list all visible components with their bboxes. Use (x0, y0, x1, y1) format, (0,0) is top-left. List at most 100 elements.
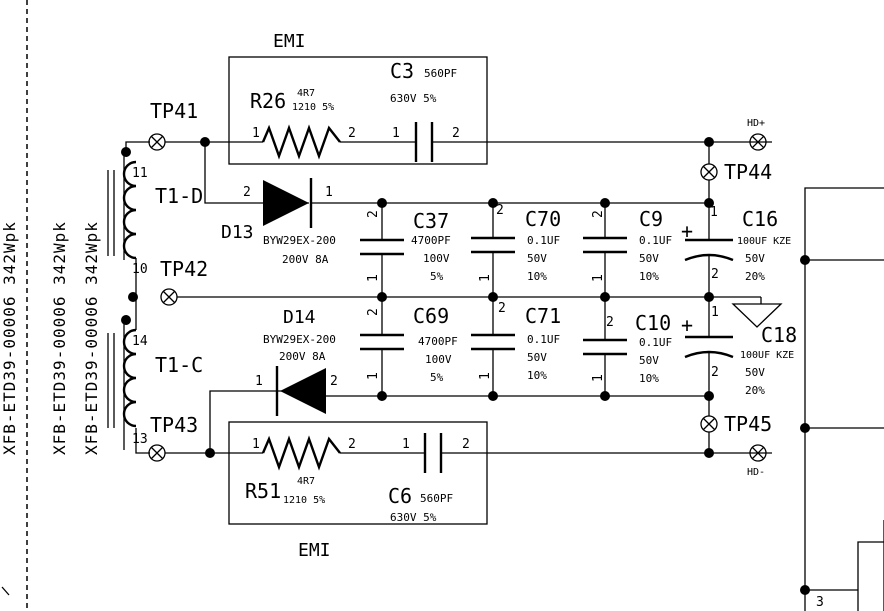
c6-spec: 630V 5% (390, 511, 437, 524)
r26-spec: 1210 5% (292, 102, 334, 113)
c16-tol: 20% (745, 270, 765, 283)
hd-minus-label: HD- (747, 467, 765, 478)
capacitor-c69 (360, 297, 404, 396)
tp42-label: TP42 (160, 257, 208, 281)
d13-pin1: 1 (325, 185, 333, 200)
c10-tol: 10% (639, 372, 659, 385)
c16-pin2: 2 (711, 267, 719, 282)
d14-ref: D14 (283, 307, 316, 328)
tp42-marker (160, 288, 178, 306)
c18-pin1: 1 (711, 305, 719, 320)
c3-ref: C3 (390, 59, 414, 83)
r51-pin2: 2 (348, 437, 356, 452)
tp45-marker (700, 415, 718, 433)
diode-d13 (263, 178, 313, 228)
pin-11: 11 (132, 166, 148, 181)
c9-volt: 50V (639, 252, 659, 265)
d13-rating: 200V 8A (282, 253, 329, 266)
c18-tol: 20% (745, 384, 765, 397)
c69-value: 4700PF (418, 335, 458, 348)
capacitor-c18 (684, 297, 734, 396)
tp44-label: TP44 (724, 160, 772, 184)
emi-box-bottom (228, 421, 488, 525)
wire-t1d-top (125, 141, 150, 152)
d13-part: BYW29EX-200 (263, 234, 336, 247)
label-t1d: T1-D (155, 184, 203, 208)
d14-pin1: 1 (255, 374, 263, 389)
c18-volt: 50V (745, 366, 765, 379)
emi-box-top (228, 56, 488, 165)
c10-pin1: 1 (591, 374, 606, 382)
capacitor-c9 (583, 203, 627, 297)
c69-pin1: 1 (366, 372, 381, 380)
c16-plus: + (681, 219, 693, 243)
c6-pin1: 1 (402, 437, 410, 452)
resistor-r26 (261, 124, 341, 160)
partial-component-outline (857, 520, 884, 611)
c69-pin2: 2 (366, 308, 381, 316)
r26-pin2: 2 (348, 126, 356, 141)
c37-ref: C37 (413, 209, 449, 233)
pin-10: 10 (132, 262, 148, 277)
c16-ref: C16 (742, 207, 778, 231)
capacitor-c71 (471, 297, 515, 396)
wire-d14-anode (209, 390, 277, 453)
c10-volt: 50V (639, 354, 659, 367)
pin-14: 14 (132, 334, 148, 349)
capacitor-c37 (360, 203, 404, 297)
pin-3: 3 (816, 595, 824, 610)
d14-part: BYW29EX-200 (263, 333, 336, 346)
c71-tol: 10% (527, 369, 547, 382)
c3-value: 560PF (424, 67, 457, 80)
c16-value: 100UF KZE (737, 236, 791, 247)
junction-tp43 (205, 448, 215, 458)
c37-pin2: 2 (366, 210, 381, 218)
c70-value: 0.1UF (527, 234, 560, 247)
resistor-r51 (261, 435, 341, 471)
tp44-marker (700, 163, 718, 181)
c3-spec: 630V 5% (390, 92, 437, 105)
diode-d14 (275, 366, 326, 416)
capacitor-c16 (684, 203, 734, 297)
c16-pin1: 1 (710, 205, 718, 220)
c6-ref: C6 (388, 484, 412, 508)
c18-ref: C18 (761, 323, 797, 347)
c37-tol: 5% (430, 270, 444, 283)
d13-pin2: 2 (243, 185, 251, 200)
capacitor-c10 (583, 297, 627, 396)
side-label-inner-1: XFB-ETD39-00006 342Wpk (50, 221, 69, 455)
capacitor-c3 (414, 122, 434, 162)
c70-pin2: 2 (496, 203, 504, 218)
d13-ref: D13 (221, 222, 254, 243)
wire-to-d13 (204, 142, 263, 204)
r51-ref: R51 (245, 479, 281, 503)
c10-pin2: 2 (606, 315, 614, 330)
emi-label-bottom: EMI (298, 540, 331, 561)
c9-pin1: 1 (591, 274, 606, 282)
emi-label-top: EMI (273, 31, 306, 52)
c37-volt: 100V (423, 252, 450, 265)
polarity-dot-t1c (121, 315, 131, 325)
transformer-t1c-winding (107, 320, 137, 450)
side-label-inner-2: XFB-ETD39-00006 342Wpk (82, 221, 101, 455)
c3-pin1: 1 (392, 126, 400, 141)
d14-pin2: 2 (330, 374, 338, 389)
c71-volt: 50V (527, 351, 547, 364)
junction-bottom-right (704, 448, 714, 458)
junction-c10-bottom (600, 391, 610, 401)
transformer-t1d-winding (107, 152, 137, 260)
capacitor-c70 (471, 203, 515, 297)
c9-pin2: 2 (591, 210, 606, 218)
pin-13: 13 (132, 432, 148, 447)
r26-ref: R26 (250, 89, 286, 113)
c71-pin2: 2 (498, 301, 506, 316)
hd-minus-connector (749, 444, 767, 462)
hd-plus-connector (749, 133, 767, 151)
right-block-outline (804, 187, 884, 611)
c37-value: 4700PF (411, 234, 451, 247)
c70-pin1: 1 (478, 274, 493, 282)
c9-tol: 10% (639, 270, 659, 283)
c71-pin1: 1 (478, 372, 493, 380)
hd-plus-label: HD+ (747, 118, 765, 129)
